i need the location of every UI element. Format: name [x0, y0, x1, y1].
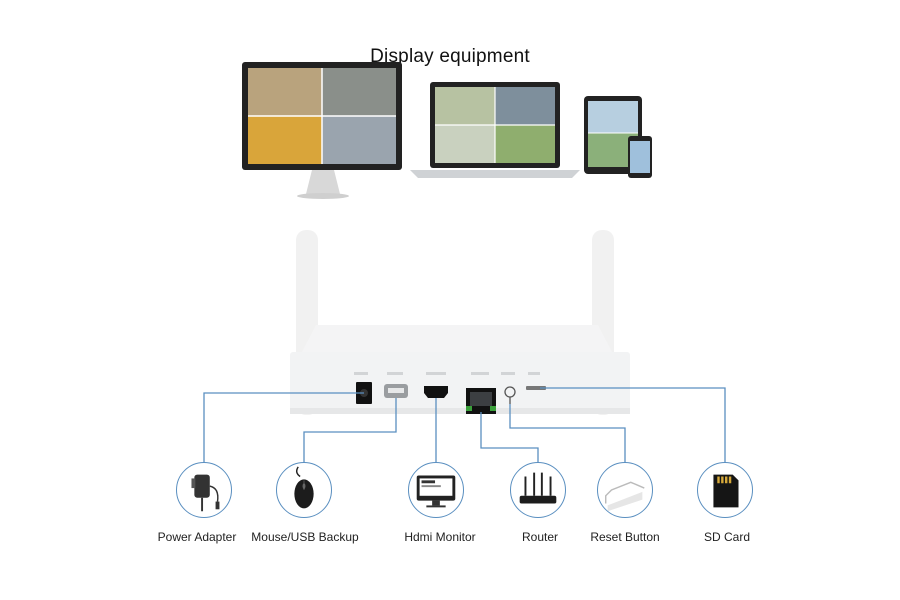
label-router: Router: [521, 530, 559, 544]
phone-icon: [628, 136, 652, 178]
sd-card-icon: [697, 462, 753, 518]
router-icon: [510, 462, 566, 518]
monitor-icon: [408, 462, 464, 518]
label-reset-button: Reset Button: [590, 530, 660, 544]
diagram-title: Display equipment: [370, 46, 530, 67]
tablet-icon: [584, 96, 642, 174]
mouse-icon: [276, 462, 332, 518]
connector-lines: [203, 387, 726, 462]
desktop-monitor-icon: [242, 62, 402, 199]
laptop-icon: [410, 82, 580, 178]
label-hdmi-monitor: Hdmi Monitor: [404, 530, 476, 544]
power-adapter-icon: [176, 462, 232, 518]
label-sd-card: SD Card: [703, 530, 751, 544]
reset-icon: [597, 462, 653, 518]
label-mouse-usb-backup: Mouse/USB Backup: [251, 530, 359, 544]
label-power-adapter: Power Adapter: [157, 530, 237, 544]
